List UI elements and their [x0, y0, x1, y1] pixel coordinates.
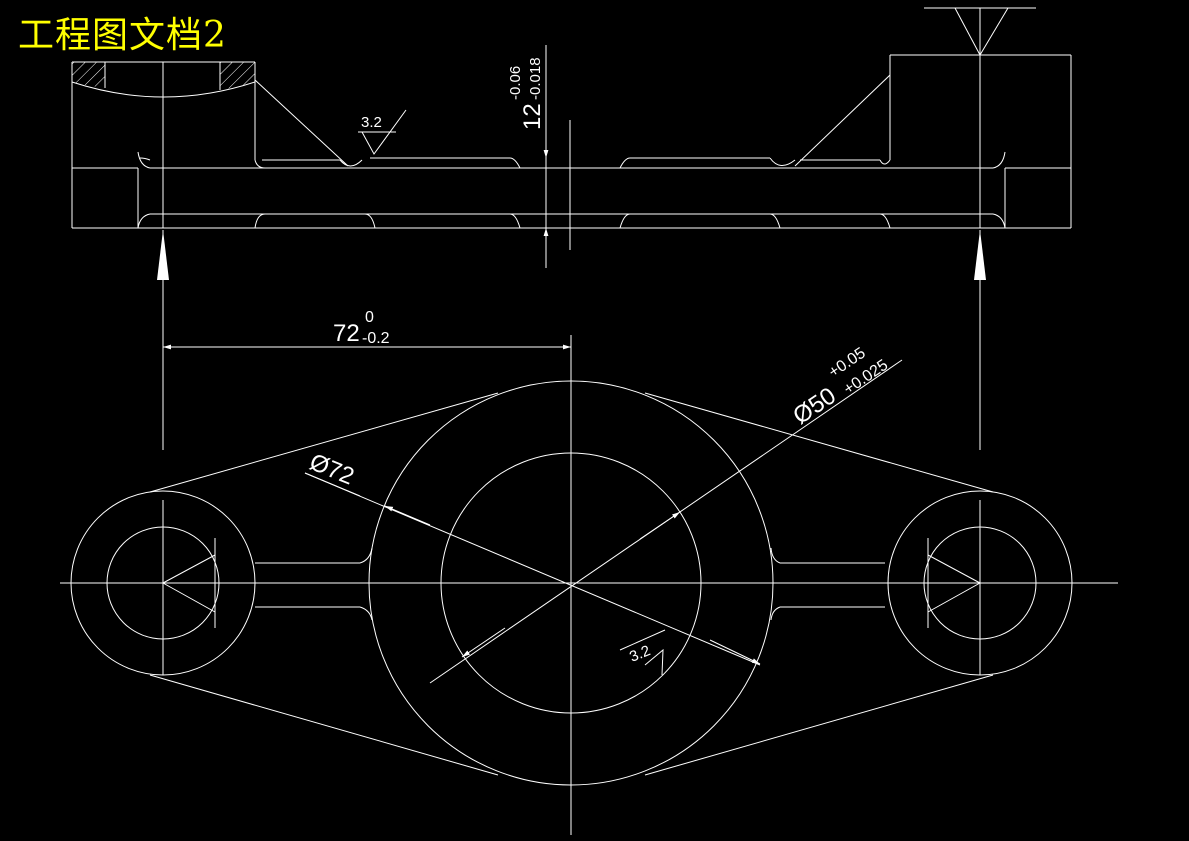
surface-finish-value-plan: 3.2: [627, 642, 653, 666]
surface-finish-symbol-plan: 3.2: [619, 629, 666, 676]
thickness-nominal: 12: [519, 103, 546, 130]
left-end-outer-circle: [70, 490, 256, 676]
center-distance-upper-tol: 0: [365, 309, 374, 326]
outer-diameter-dimension: Ø72: [304, 449, 761, 666]
left-end-hole: [106, 526, 220, 640]
document-title: 工程图文档2: [18, 15, 227, 56]
right-end-hole: [923, 526, 1037, 640]
right-end-outer-circle: [887, 490, 1073, 676]
plan-view: Ø72 Ø50 +0.05 +0.025 3.2: [60, 335, 1118, 835]
surface-finish-symbol-section: 3.2: [358, 109, 407, 155]
datum-mark: [924, 7, 1036, 56]
web-section: [72, 74, 1071, 229]
thickness-lower-tol: -0.018: [527, 57, 544, 100]
thickness-upper-tol: -0.06: [507, 66, 524, 100]
bore-diameter-dimension: Ø50 +0.05 +0.025: [429, 345, 903, 684]
left-boss-section: [71, 61, 256, 229]
surface-finish-value-section: 3.2: [361, 114, 382, 131]
center-distance-dimension: 72 0 -0.2: [157, 230, 986, 450]
bore-diameter-nominal: Ø50: [788, 382, 841, 430]
section-view: 12 -0.06 -0.018 3.2: [71, 7, 1072, 268]
thickness-dimension: 12 -0.06 -0.018: [507, 45, 549, 268]
outer-boss-circle: [368, 380, 774, 786]
center-distance-lower-tol: -0.2: [362, 330, 390, 347]
bore-circle: [440, 452, 702, 714]
center-distance-nominal: 72: [333, 320, 360, 347]
